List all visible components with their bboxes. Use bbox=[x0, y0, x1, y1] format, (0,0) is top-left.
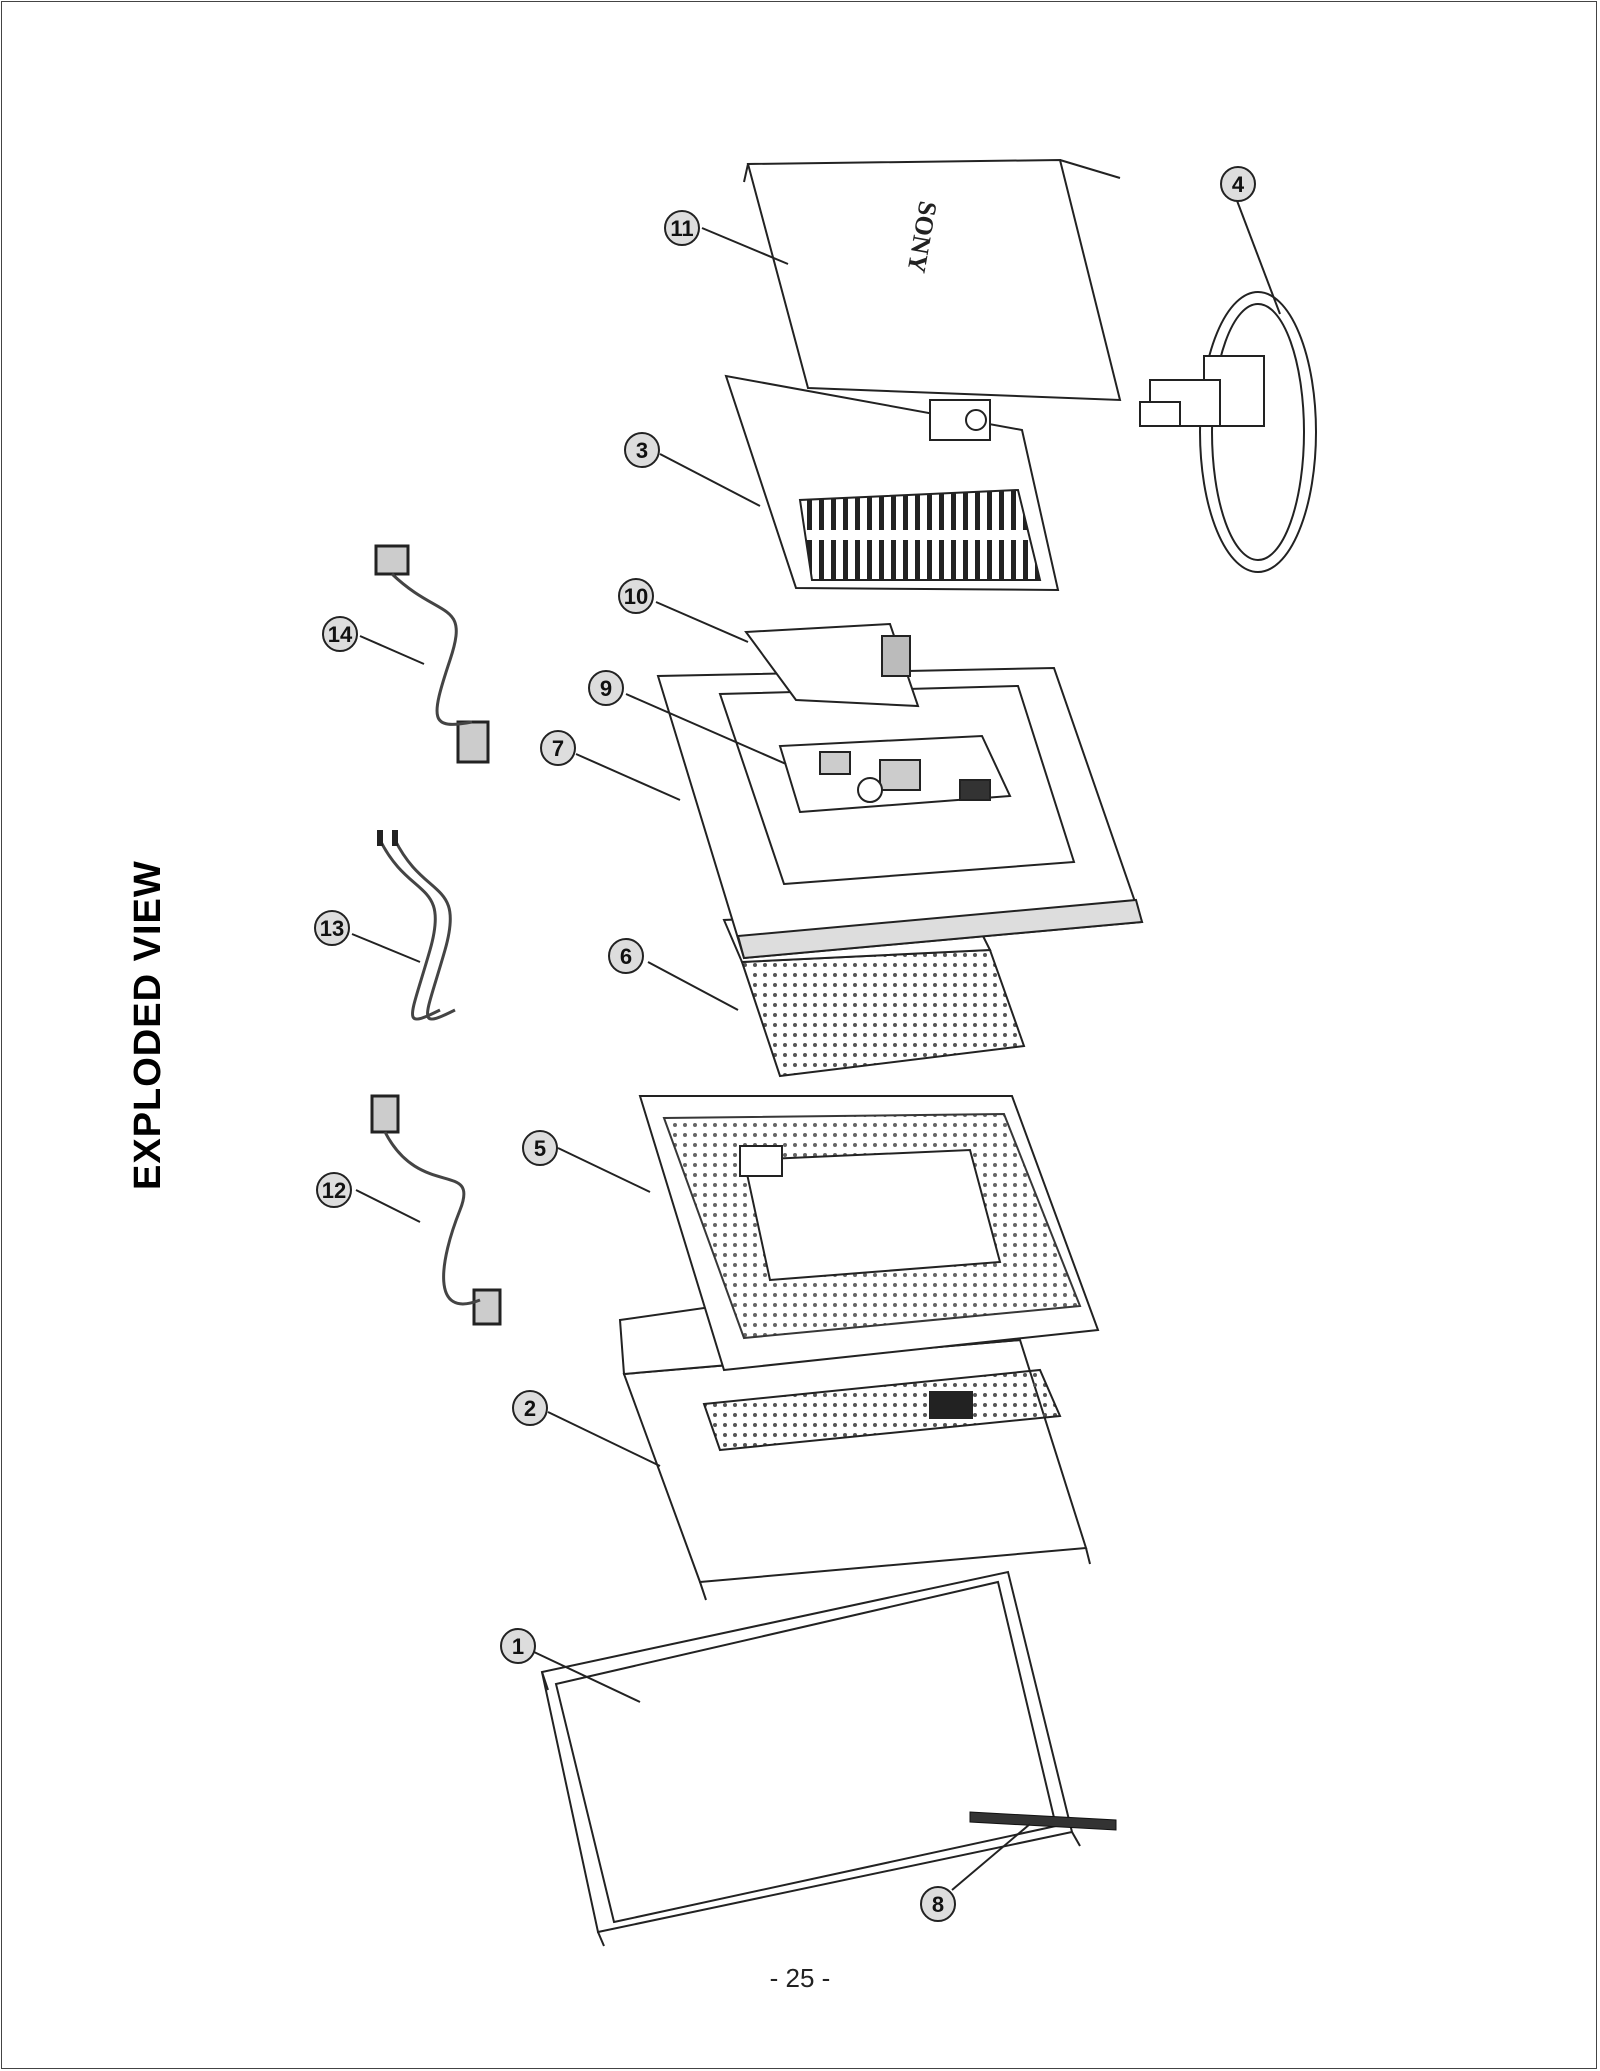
svg-text:3: 3 bbox=[636, 438, 648, 463]
svg-text:7: 7 bbox=[552, 736, 564, 761]
svg-text:6: 6 bbox=[620, 944, 632, 969]
vga-cable bbox=[370, 1094, 502, 1326]
svg-text:5: 5 bbox=[534, 1136, 546, 1161]
top-cover: SONY bbox=[743, 158, 1122, 402]
callout-12: 12 bbox=[316, 1172, 352, 1208]
callout-5: 5 bbox=[522, 1130, 558, 1166]
page-title: EXPLODED VIEW bbox=[127, 860, 169, 1190]
callout-13: 13 bbox=[314, 910, 350, 946]
callout-11: 11 bbox=[664, 210, 700, 246]
svg-text:13: 13 bbox=[320, 916, 344, 941]
svg-text:2: 2 bbox=[524, 1396, 536, 1421]
svg-text:8: 8 bbox=[932, 1892, 944, 1917]
stand bbox=[1139, 291, 1317, 573]
bottom-strip bbox=[969, 1811, 1117, 1831]
svg-text:14: 14 bbox=[328, 622, 353, 647]
dvi-cable bbox=[374, 544, 490, 764]
svg-text:11: 11 bbox=[670, 216, 693, 241]
svg-text:1: 1 bbox=[512, 1634, 524, 1659]
callout-1: 1 bbox=[500, 1628, 536, 1664]
callout-9: 9 bbox=[588, 670, 624, 706]
audio-cable bbox=[377, 830, 456, 1021]
callout-2: 2 bbox=[512, 1390, 548, 1426]
rear-frame bbox=[656, 666, 1144, 960]
svg-text:9: 9 bbox=[600, 676, 612, 701]
svg-text:12: 12 bbox=[322, 1178, 346, 1203]
callout-3: 3 bbox=[624, 432, 660, 468]
power-board bbox=[778, 734, 1012, 814]
callout-8: 8 bbox=[920, 1886, 956, 1922]
main-board bbox=[744, 622, 920, 708]
metal-chassis bbox=[638, 1095, 1100, 1372]
svg-text:4: 4 bbox=[1232, 172, 1245, 197]
callout-6: 6 bbox=[608, 938, 644, 974]
callout-leaders bbox=[351, 197, 1281, 1891]
svg-text:10: 10 bbox=[624, 584, 648, 609]
callout-14: 14 bbox=[322, 616, 358, 652]
rear-cover bbox=[724, 374, 1060, 592]
callout-10: 10 bbox=[618, 578, 654, 614]
front-bezel bbox=[540, 1570, 1081, 1947]
callout-4: 4 bbox=[1220, 166, 1256, 202]
page-number: - 25 - bbox=[769, 1963, 831, 1993]
callout-7: 7 bbox=[540, 730, 576, 766]
